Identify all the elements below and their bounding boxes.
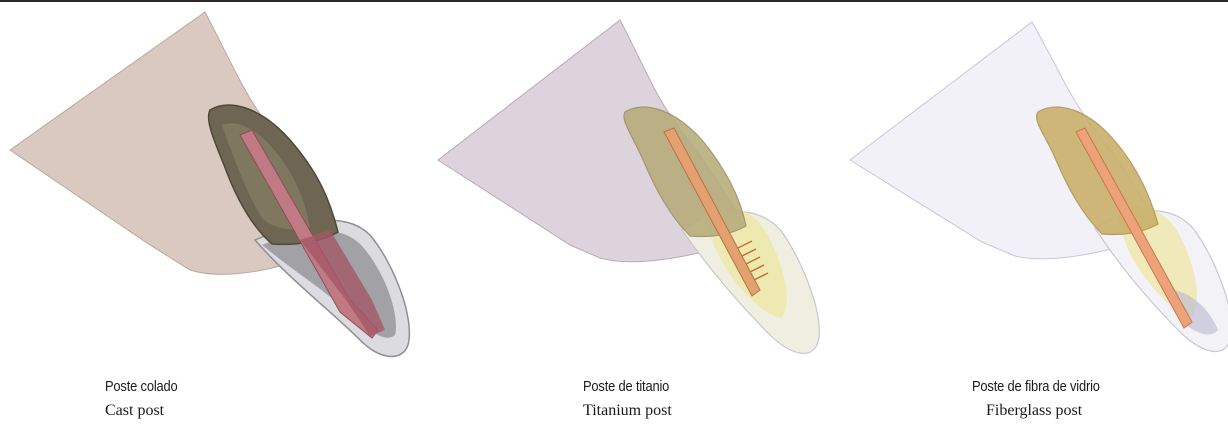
caption-spanish: Poste de titanio (583, 378, 669, 395)
panel-fiberglass-post: Poste de fibra de vidrio Fiberglass post (840, 0, 1228, 432)
caption-english: Cast post (105, 402, 164, 420)
panel-cast-post: Poste colado Cast post (0, 0, 420, 432)
fiberglass-post-tooth-illustration (840, 0, 1228, 432)
caption-spanish: Poste de fibra de vidrio (972, 378, 1100, 395)
panel-titanium-post: Poste de titanio Titanium post (420, 0, 840, 432)
caption-spanish: Poste colado (105, 378, 178, 395)
caption-english: Titanium post (583, 402, 672, 420)
caption-english: Fiberglass post (986, 402, 1082, 420)
titanium-post-tooth-illustration (420, 0, 840, 432)
cast-post-tooth-illustration (0, 0, 420, 432)
